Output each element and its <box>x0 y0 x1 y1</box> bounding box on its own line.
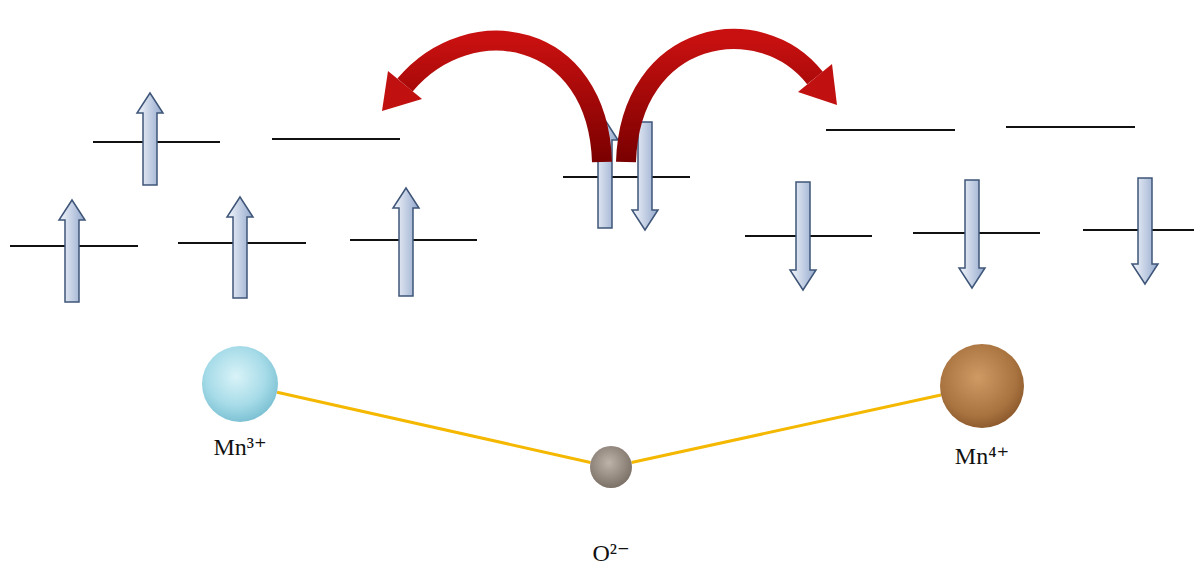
atom-node: O²⁻ <box>541 445 681 568</box>
hopping-arrow-shaft <box>626 39 815 162</box>
hopping-arrows <box>382 39 837 162</box>
atom-circle <box>202 346 278 422</box>
bond-line <box>277 392 590 462</box>
spin-up-arrow <box>393 188 419 296</box>
atom-shape <box>201 345 279 423</box>
atom-shape <box>589 445 633 489</box>
energy-level <box>826 129 955 131</box>
spin-up-arrow <box>59 200 85 302</box>
energy-level <box>1006 126 1135 128</box>
hopping-arrow-head <box>798 64 837 105</box>
atom-shape <box>939 343 1025 429</box>
atom-circle <box>590 446 632 488</box>
ion-label: Mn³⁺ <box>170 433 310 462</box>
atom-node: Mn³⁺ <box>170 345 310 467</box>
hopping-arrow-head <box>382 71 422 111</box>
ion-label: Mn⁴⁺ <box>912 442 1052 471</box>
spin-down-arrow <box>1132 178 1158 284</box>
ion-label: O²⁻ <box>541 539 681 568</box>
atom-circle <box>940 344 1024 428</box>
hopping-arrow-shaft <box>405 41 602 162</box>
spin-down-arrow <box>790 182 816 290</box>
spin-down-arrow <box>959 180 985 288</box>
bond-line <box>632 395 941 463</box>
spin-up-arrow <box>227 197 253 298</box>
energy-level <box>563 176 690 178</box>
spin-arrows <box>59 93 1158 302</box>
energy-level <box>272 138 400 140</box>
atom-node: Mn⁴⁺ <box>912 343 1052 476</box>
spin-up-arrow <box>137 93 163 185</box>
